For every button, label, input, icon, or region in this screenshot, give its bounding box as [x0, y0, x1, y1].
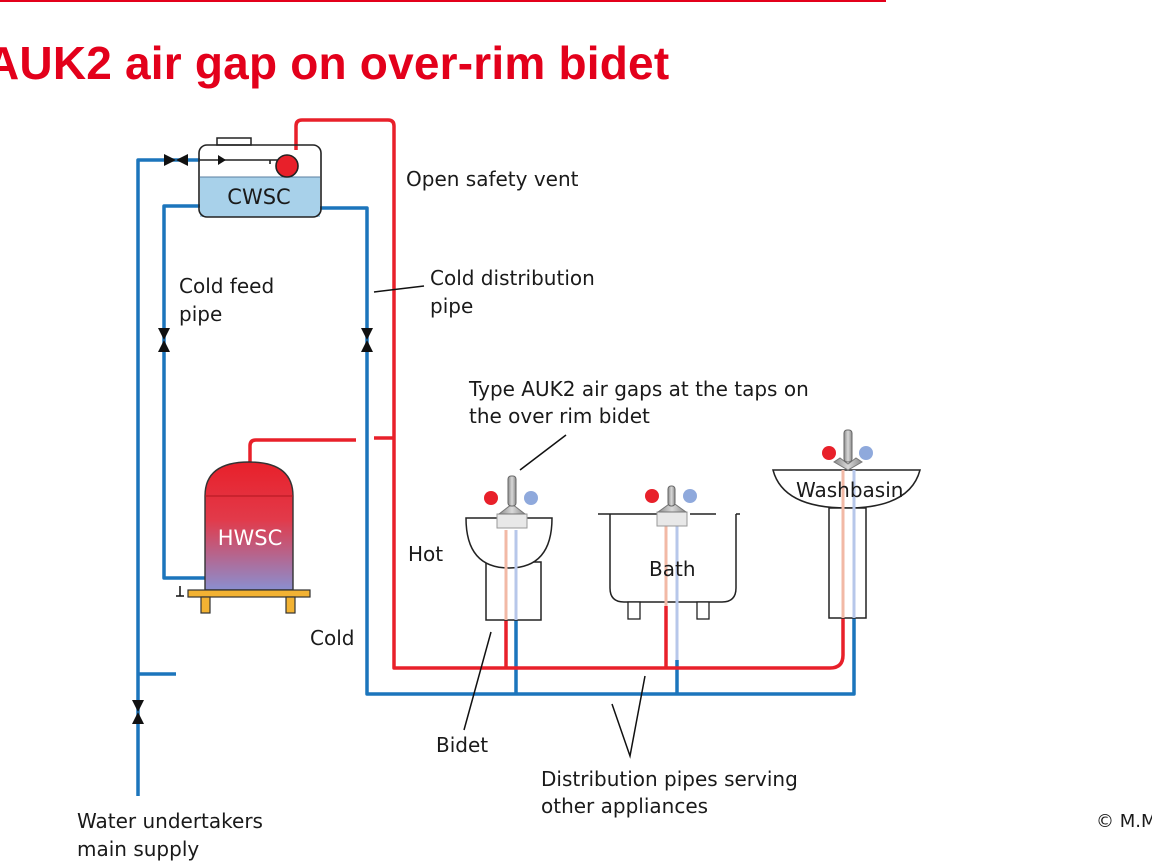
- washbasin-label: Washbasin: [796, 478, 903, 502]
- copyright-notice: © M.M: [1096, 811, 1152, 832]
- cold-distribution-valve-icon: [361, 328, 373, 340]
- cwsc-cistern: [198, 137, 322, 218]
- hwsc-cylinder: [187, 461, 311, 614]
- cold-distribution-label-line1: Cold distribution: [430, 266, 595, 290]
- bidet-tap: [484, 475, 538, 529]
- drain-cock-icon: [176, 586, 184, 597]
- cold-distribution-label-line2: pipe: [430, 294, 473, 318]
- bidet-appliance: [465, 517, 553, 621]
- hwsc-label: HWSC: [218, 526, 283, 550]
- air-gap-note-line2: the over rim bidet: [469, 404, 650, 428]
- cistern-water: [200, 177, 320, 217]
- distribution-pipes-label-line2: other appliances: [541, 794, 708, 818]
- bath-tap: [645, 485, 697, 527]
- open-safety-vent-pipe: [294, 118, 845, 670]
- bath-appliance: [598, 513, 740, 660]
- bidet-hot-tap-icon: [484, 491, 498, 505]
- float-ball-icon: [275, 154, 299, 178]
- washbasin-cold-tap-icon: [859, 446, 873, 460]
- cylinder-platform: [187, 589, 311, 598]
- bath-label: Bath: [649, 557, 696, 581]
- cold-feed-label-line1: Cold feed: [179, 274, 274, 298]
- cold-feed-pipe: [162, 204, 206, 580]
- washbasin-hot-tap-icon: [822, 446, 836, 460]
- bidet-cold-tap-icon: [524, 491, 538, 505]
- main-supply-label-line1: Water undertakers: [77, 809, 263, 833]
- air-gap-note-line1: Type AUK2 air gaps at the taps on: [468, 377, 809, 401]
- main-stop-valve-icon: [132, 700, 144, 712]
- cold-label: Cold: [310, 626, 354, 650]
- leader-lines: [373, 285, 646, 759]
- cold-distribution-pipe: [318, 206, 856, 696]
- title-rule: [0, 0, 886, 2]
- washbasin-appliance: [772, 469, 921, 619]
- distribution-pipes-label-line1: Distribution pipes serving: [541, 767, 798, 791]
- washbasin-tap: [822, 429, 873, 471]
- bath-cold-tap-icon: [683, 489, 697, 503]
- hot-label: Hot: [408, 542, 443, 566]
- hot-pipes: [248, 118, 845, 670]
- valves: [132, 154, 373, 724]
- cold-feed-label-line2: pipe: [179, 302, 222, 326]
- main-supply-label-line2: main supply: [77, 837, 199, 861]
- bidet-label: Bidet: [436, 733, 488, 757]
- bath-hot-tap-icon: [645, 489, 659, 503]
- cwsc-label: CWSC: [227, 185, 290, 209]
- inlet-valve-icon: [164, 154, 176, 166]
- cold-feed-valve-icon: [158, 328, 170, 340]
- rising-main-pipe: [136, 158, 200, 796]
- open-safety-vent-label: Open safety vent: [406, 167, 579, 191]
- hot-flow-pipe: [248, 438, 356, 466]
- slide-title: AUK2 air gap on over-rim bidet: [0, 37, 670, 89]
